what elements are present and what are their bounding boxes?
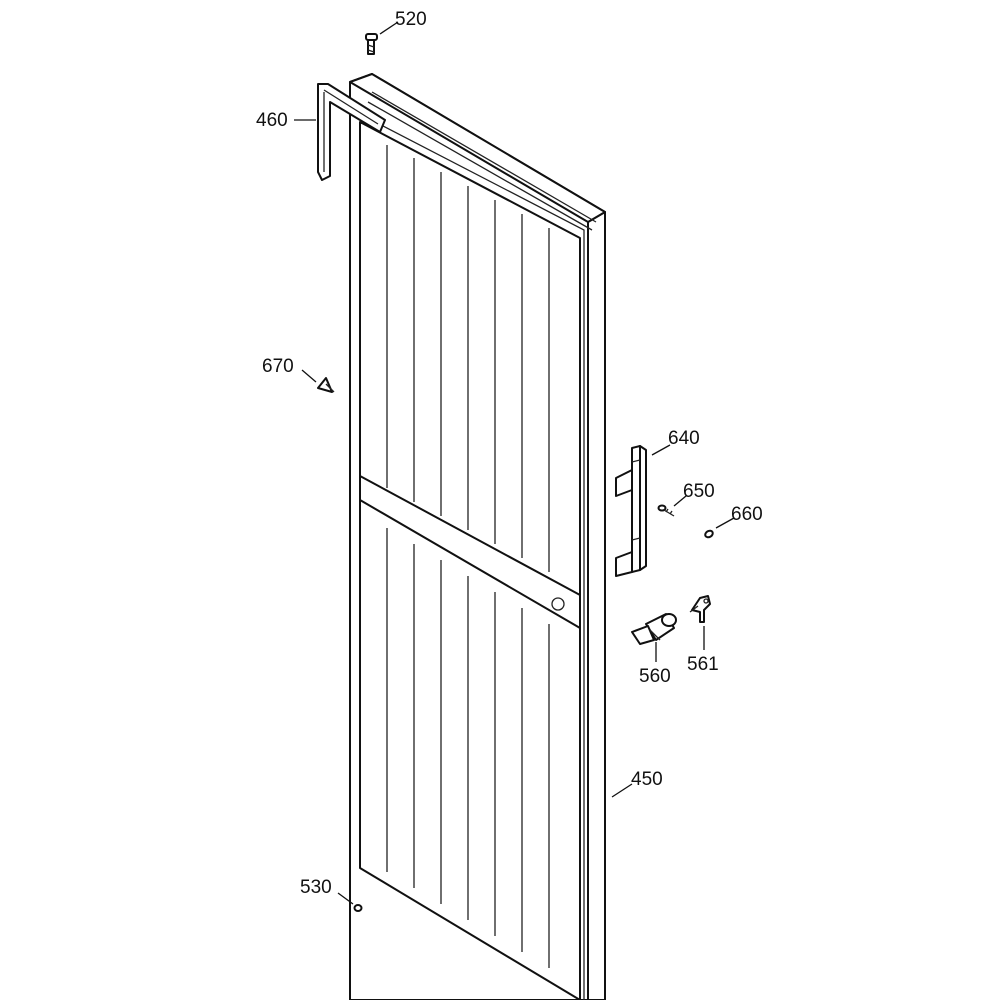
- label-670: 670: [262, 356, 294, 377]
- label-660: 660: [731, 504, 763, 525]
- door-divider-bar: [359, 475, 581, 629]
- label-450: 450: [631, 769, 663, 790]
- latch-hook-561: [689, 595, 711, 623]
- lock-barrel-560: [631, 613, 677, 645]
- leader-520: [379, 21, 399, 35]
- latch-plate-640: [615, 445, 647, 577]
- door-inner-bevel: [355, 111, 585, 1000]
- door-top-edge: [349, 73, 606, 223]
- leader-670: [301, 369, 317, 383]
- label-460: 460: [256, 110, 288, 131]
- screw-650: [657, 504, 675, 517]
- label-530: 530: [300, 877, 332, 898]
- leader-640: [651, 444, 671, 456]
- leader-660: [715, 517, 735, 529]
- leader-650: [673, 495, 687, 507]
- label-520: 520: [395, 9, 427, 30]
- door-gasket-line: [367, 101, 593, 231]
- label-650: 650: [683, 481, 715, 502]
- door-gasket-line: [371, 91, 597, 223]
- hinge-bracket-460: [317, 83, 386, 181]
- door-right-edge: [587, 211, 606, 1000]
- label-561: 561: [687, 654, 719, 675]
- washer-660: [704, 529, 714, 539]
- label-640: 640: [668, 428, 700, 449]
- leader-530: [337, 892, 354, 905]
- lower-panel-ribs: [386, 528, 550, 968]
- leader-450: [611, 783, 633, 798]
- door-divider-hole: [551, 597, 565, 611]
- door-panel: [349, 73, 606, 1000]
- plug-530: [353, 904, 363, 912]
- label-560: 560: [639, 666, 671, 687]
- clip-670: [317, 377, 335, 393]
- upper-panel-ribs: [386, 145, 550, 572]
- screw-520: [365, 33, 378, 55]
